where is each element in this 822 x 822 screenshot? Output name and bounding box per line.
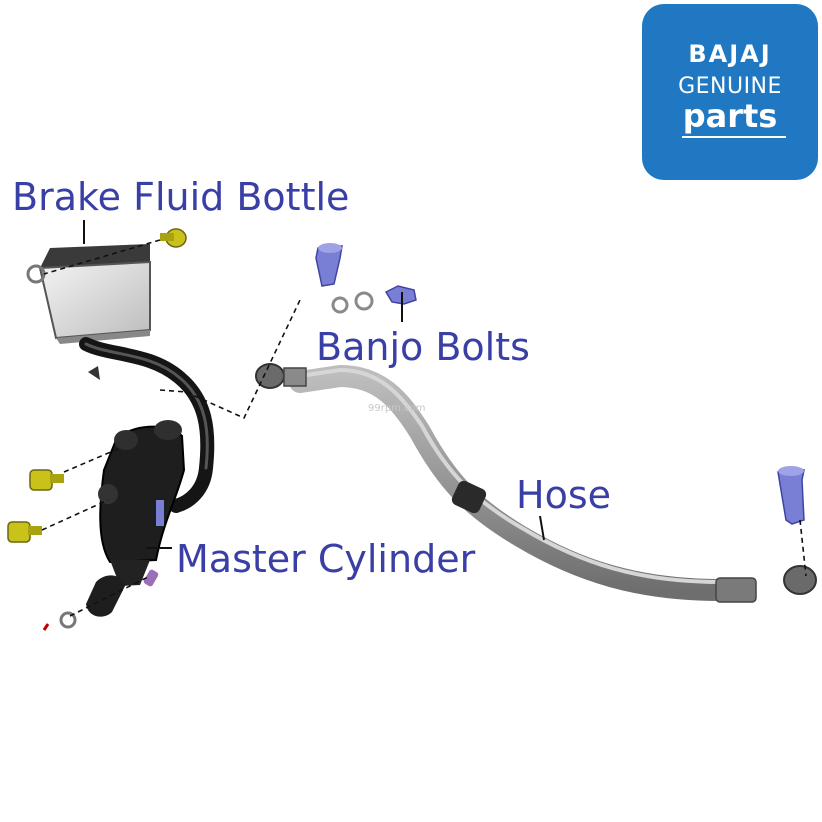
small-washer (42, 611, 77, 631)
bajaj-genuine-parts-logo: BAJAJ GENUINE parts (642, 4, 818, 180)
banjo-bolt-upper (315, 243, 343, 287)
master-cylinder (86, 420, 186, 617)
brake-fluid-bottle (26, 244, 151, 344)
label-brake-fluid-bottle: Brake Fluid Bottle (12, 175, 350, 219)
label-banjo-bolts: Banjo Bolts (316, 325, 530, 369)
logo-parts: parts (682, 97, 778, 135)
banjo-bolt-right (777, 466, 805, 525)
callout-leaders (83, 220, 545, 549)
watermark: 99rpm.com (368, 403, 426, 414)
mounting-bolt-left-upper (29, 469, 64, 491)
small-pin (143, 569, 159, 587)
label-hose: Hose (516, 473, 611, 517)
reservoir-line (79, 337, 215, 513)
assembly-lines (41, 239, 807, 617)
logo-brand: BAJAJ (688, 40, 772, 68)
logo-underline (682, 136, 786, 138)
mounting-bolt-top (160, 228, 187, 248)
brake-hose (255, 363, 817, 603)
label-master-cylinder: Master Cylinder (176, 537, 476, 581)
logo-genuine: GENUINE (678, 74, 782, 99)
mounting-bolt-left-lower (7, 521, 42, 543)
banjo-washers (331, 291, 374, 314)
